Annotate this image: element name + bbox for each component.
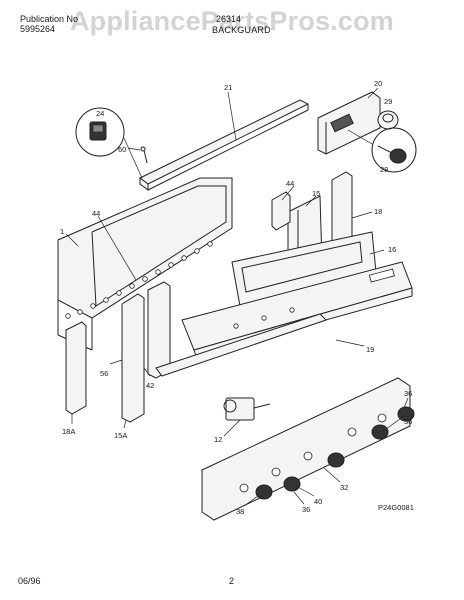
callout-16: 16	[388, 245, 396, 254]
callout-1: 1	[60, 227, 64, 236]
callout-21: 21	[224, 83, 232, 92]
lower-trim-strip-part	[155, 313, 327, 377]
model-number: 26314	[216, 14, 242, 24]
callout-44-upper: 44	[286, 179, 294, 188]
rear-panel-part	[57, 177, 233, 351]
callout-56: 56	[100, 369, 108, 378]
callout-36-lower: 36	[302, 505, 310, 514]
callout-44-lower: 44	[92, 209, 100, 218]
screw-part	[140, 146, 148, 164]
rear-panel-holes	[65, 241, 213, 319]
callout-38: 38	[236, 507, 244, 516]
callout-32: 32	[340, 483, 348, 492]
callout-28: 28	[380, 165, 388, 174]
inset-switch-detail	[75, 107, 143, 179]
upper-bracket-part	[271, 191, 291, 231]
page-number: 2	[229, 576, 235, 586]
left-side-brackets-part	[65, 281, 171, 423]
publication-number: 5995264	[20, 24, 56, 34]
footer-date: 06/96	[18, 576, 41, 586]
valve-switch-part	[223, 397, 271, 421]
callout-15: 15	[312, 189, 320, 198]
leader-lines	[65, 87, 409, 507]
inset-knob-detail	[347, 127, 417, 173]
callout-36-right: 36	[404, 389, 412, 398]
callout-12: 12	[214, 435, 222, 444]
callout-60: 60	[118, 145, 126, 154]
clock-module-part	[317, 91, 381, 155]
lower-knob-panel-part	[201, 377, 411, 521]
trim-strip-part	[139, 99, 310, 191]
publication-label: Publication No	[20, 14, 79, 24]
burner-knobs	[255, 406, 415, 500]
callout-18a: 18A	[62, 427, 75, 436]
clock-knob-part	[377, 110, 399, 130]
section-title: BACKGUARD	[212, 25, 271, 35]
callout-42: 42	[146, 381, 154, 390]
diagram-code: P24G0081	[378, 503, 414, 512]
callout-19: 19	[366, 345, 374, 354]
callout-18: 18	[374, 207, 382, 216]
callout-15a: 15A	[114, 431, 127, 440]
callout-29: 29	[384, 97, 392, 106]
callout-20: 20	[374, 79, 382, 88]
callout-24: 24	[96, 109, 104, 118]
callout-36-mid: 36	[404, 417, 412, 426]
callout-40: 40	[314, 497, 322, 506]
